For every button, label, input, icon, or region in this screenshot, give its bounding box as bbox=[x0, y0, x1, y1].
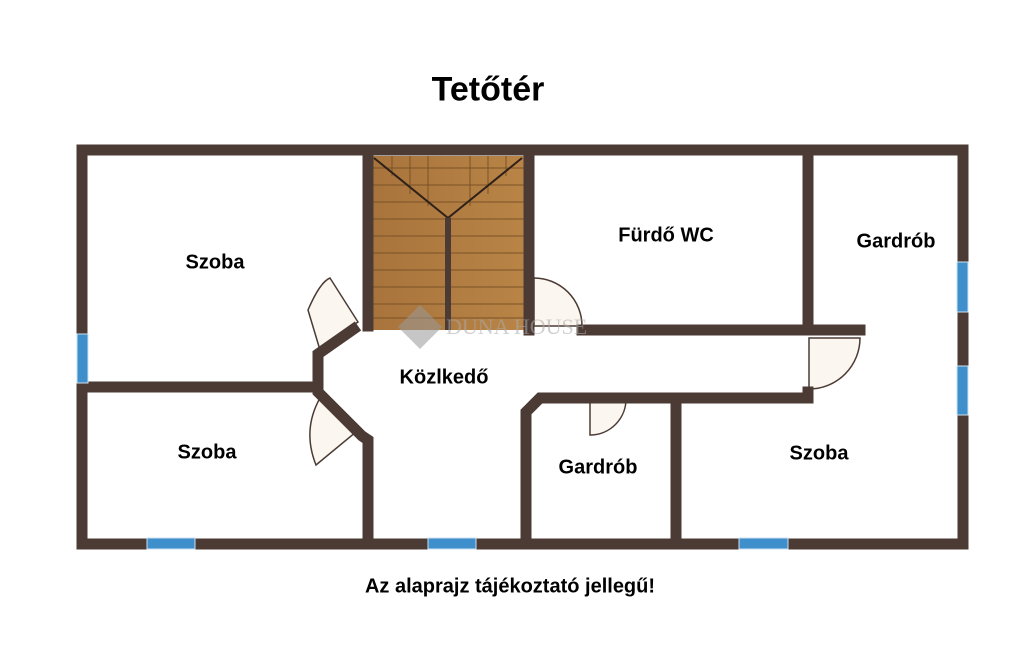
windows bbox=[76, 261, 969, 550]
window bbox=[76, 333, 89, 384]
room-label-szoba: Szoba bbox=[177, 441, 237, 464]
room-label-furdo: Fürdő WC bbox=[618, 224, 714, 247]
doors bbox=[307, 277, 861, 467]
window bbox=[956, 365, 969, 416]
room-label-gardrob: Gardrób bbox=[856, 230, 936, 253]
window bbox=[956, 261, 969, 313]
window bbox=[427, 537, 477, 550]
floor-title: Tetőtér bbox=[431, 70, 545, 109]
room-label-kozlekedo: Közlkedő bbox=[399, 366, 489, 389]
room-label-gardrob: Gardrób bbox=[558, 456, 638, 479]
disclaimer-text: Az alaprajz tájékoztató jellegű! bbox=[364, 575, 656, 598]
staircase bbox=[370, 156, 527, 330]
room-label-szoba: Szoba bbox=[789, 442, 849, 465]
window bbox=[146, 537, 196, 550]
room-label-szoba: Szoba bbox=[185, 251, 245, 274]
window bbox=[738, 537, 789, 550]
svg-text:DUNA HOUSE: DUNA HOUSE bbox=[446, 314, 587, 339]
duna-house-watermark: DUNA HOUSE bbox=[398, 305, 587, 349]
